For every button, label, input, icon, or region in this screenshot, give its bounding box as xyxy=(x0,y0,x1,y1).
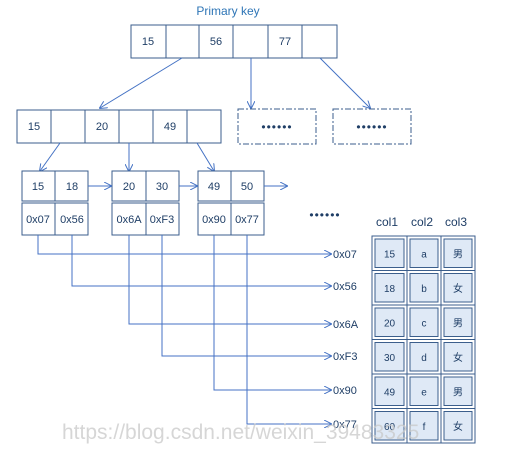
table-cell-fill xyxy=(443,307,473,337)
address-pointer-line xyxy=(128,235,331,324)
address-label: 0x56 xyxy=(333,281,357,293)
collapsed-node xyxy=(332,108,412,145)
root-pointer-arrow xyxy=(100,57,183,108)
address-pointer-line xyxy=(37,235,331,254)
diagram-title: Primary key xyxy=(196,4,259,18)
internal-key: 49 xyxy=(164,121,176,133)
root-pointer-arrow xyxy=(319,57,370,108)
internal-node: 15 20 49 xyxy=(16,109,222,144)
leaf-key: 15 xyxy=(32,181,44,193)
leaf-address: 0x07 xyxy=(26,214,50,226)
table-cell: 20 xyxy=(384,318,396,329)
table-cell: 30 xyxy=(384,353,396,364)
leaf-key: 30 xyxy=(156,181,168,193)
table-cell: 15 xyxy=(384,249,396,260)
ellipsis: •••••• xyxy=(356,120,387,134)
table-cell-fill xyxy=(443,411,473,441)
internal-key: 20 xyxy=(96,121,108,133)
table-cell: 女 xyxy=(453,420,463,433)
address-label: 0x90 xyxy=(333,385,357,397)
table-cell: e xyxy=(421,387,427,398)
table-cell-fill xyxy=(409,238,439,268)
table-cell: a xyxy=(421,249,427,260)
root-key: 56 xyxy=(210,36,222,48)
table-cell-fill xyxy=(409,273,439,303)
root-node: 15 56 77 xyxy=(130,24,338,59)
leaf-address: 0x90 xyxy=(202,214,226,226)
address-label: 0x6A xyxy=(333,319,359,331)
table-cell-fill xyxy=(409,342,439,372)
child-pointer-arrow xyxy=(40,142,61,171)
table-cell: d xyxy=(421,353,427,364)
table-cell: 男 xyxy=(453,317,463,329)
table-cell-fill xyxy=(409,411,439,441)
table-cell: 男 xyxy=(453,386,463,398)
table-cell: 60 xyxy=(384,422,396,433)
internal-key: 15 xyxy=(28,121,40,133)
table-cell-fill xyxy=(374,411,405,441)
table-cell: 18 xyxy=(384,284,396,295)
leaf-node: 49 50 0x90 0x77 xyxy=(197,170,265,236)
address-pointer-line xyxy=(71,235,331,286)
leaf-node: 15 18 0x07 0x56 xyxy=(21,170,89,236)
leaf-key: 20 xyxy=(123,181,135,193)
leaf-key: 50 xyxy=(241,181,253,193)
leaf-key: 18 xyxy=(66,181,78,193)
table-cell: 49 xyxy=(384,387,396,398)
ellipsis: •••••• xyxy=(309,208,340,222)
address-pointer-line xyxy=(161,235,331,356)
table-cell-fill xyxy=(443,273,473,303)
address-label: 0x77 xyxy=(333,419,357,431)
address-label: 0x07 xyxy=(333,249,357,261)
table-cell-fill xyxy=(409,376,439,406)
collapsed-node xyxy=(237,108,317,145)
table-cell-fill xyxy=(443,238,473,268)
table-cell: b xyxy=(421,284,427,295)
watermark: https://blog.csdn.net/weixin_39483325 xyxy=(62,421,419,444)
child-pointer-arrow xyxy=(196,142,214,171)
table-header: col2 xyxy=(411,215,433,229)
table-cell: f xyxy=(423,422,426,433)
data-table: 15 a 男 18 b 女 20 c 男 30 d 女 49 e 男 60 f 女 xyxy=(371,235,476,444)
table-cell-fill xyxy=(443,342,473,372)
table-header: col3 xyxy=(445,215,467,229)
leaf-address: 0x77 xyxy=(235,214,259,226)
table-cell: 女 xyxy=(453,282,463,295)
leaf-address: 0x6A xyxy=(116,214,142,226)
leaf-node: 20 30 0x6A 0xF3 xyxy=(111,170,180,236)
leaf-address: 0xF3 xyxy=(150,214,174,226)
table-cell-fill xyxy=(374,273,405,303)
leaf-key: 49 xyxy=(208,181,220,193)
table-cell-fill xyxy=(374,238,405,268)
table-cell: 女 xyxy=(453,351,463,364)
table-cell-fill xyxy=(374,342,405,372)
root-key: 77 xyxy=(279,36,291,48)
address-label: 0xF3 xyxy=(333,351,357,363)
leaf-address: 0x56 xyxy=(60,214,84,226)
address-pointer-line xyxy=(246,235,331,424)
root-key: 15 xyxy=(142,36,154,48)
ellipsis: •••••• xyxy=(261,120,292,134)
table-cell: c xyxy=(422,318,427,329)
table-cell-fill xyxy=(374,376,405,406)
table-cell-fill xyxy=(374,307,405,337)
table-cell-fill xyxy=(409,307,439,337)
address-pointer-line xyxy=(213,235,331,390)
table-header: col1 xyxy=(376,215,398,229)
table-cell-fill xyxy=(443,376,473,406)
table-cell: 男 xyxy=(453,248,463,260)
